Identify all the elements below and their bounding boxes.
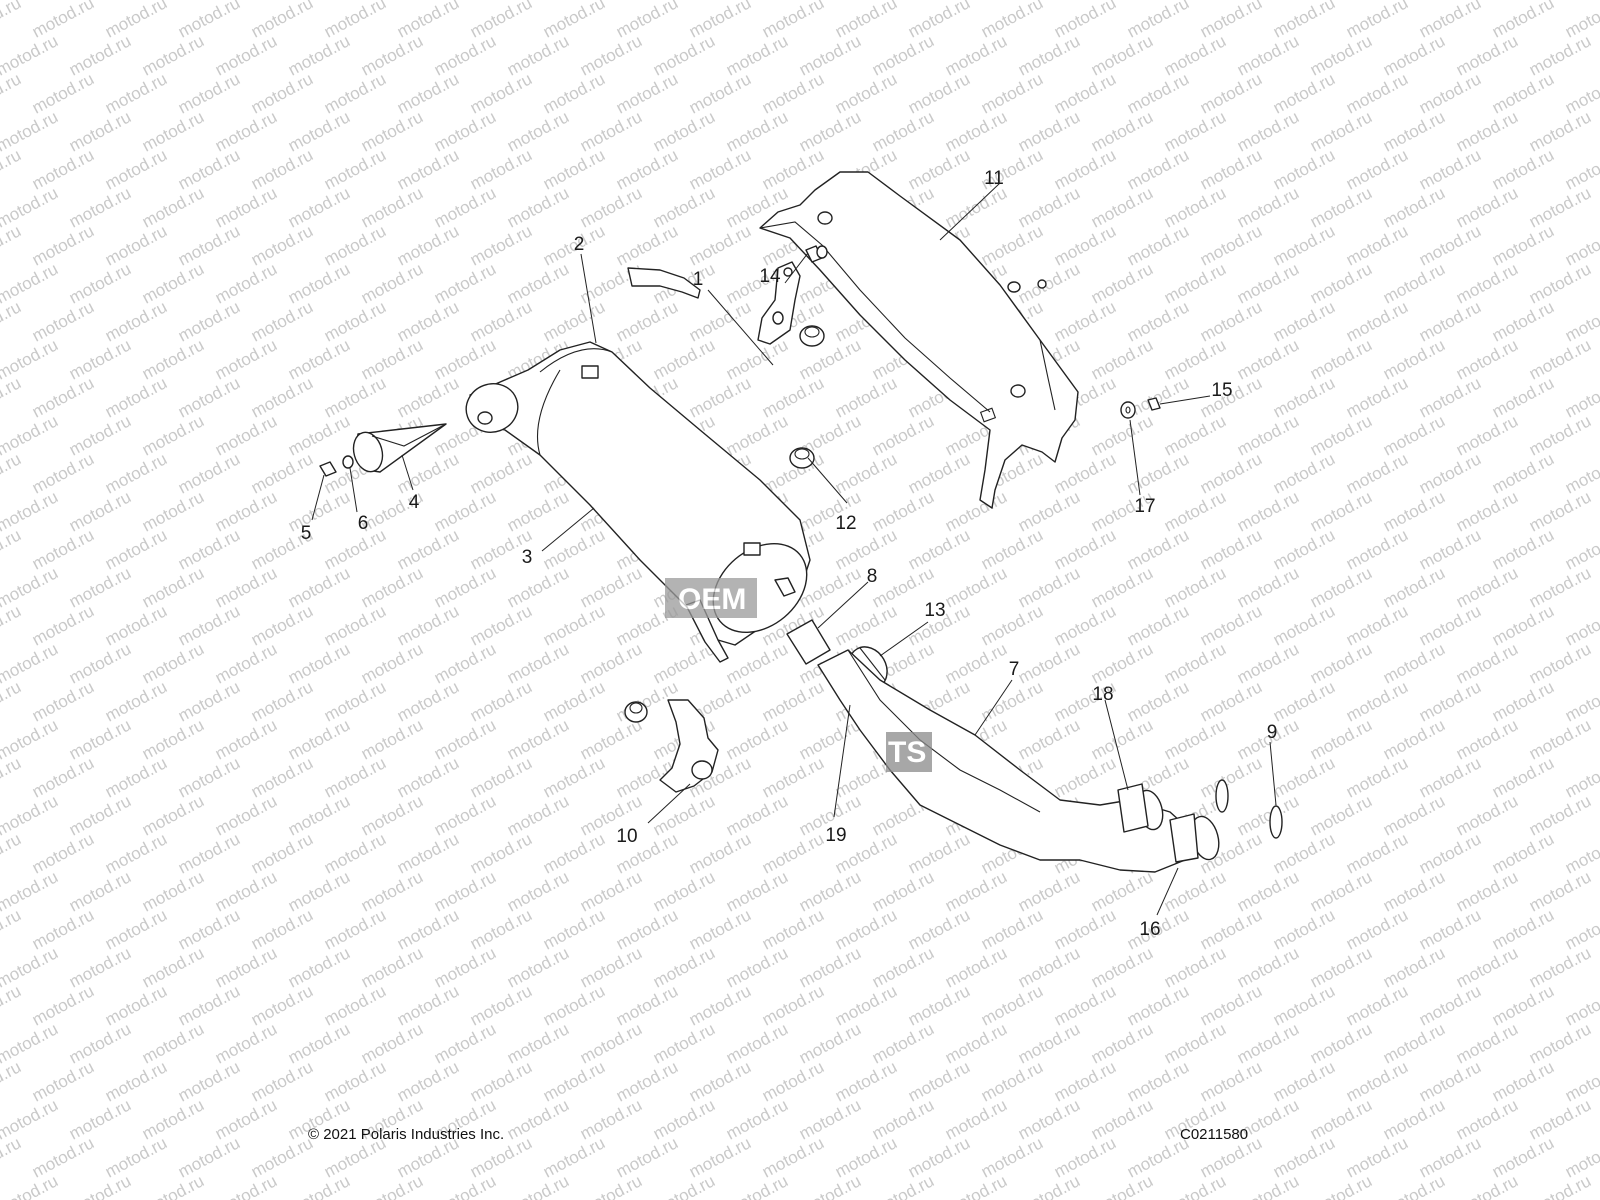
leader-17: [1129, 419, 1141, 496]
callout-13: 13: [924, 600, 945, 621]
copyright-notice: © 2021 Polaris Industries Inc.: [308, 1126, 505, 1143]
callout-16: 16: [1139, 919, 1160, 940]
part-12-grommets: [789, 325, 825, 469]
leader-18: [1104, 699, 1129, 791]
callout-numbers: 1 2 3 4 5 6 7 8 9 10 11 12 13 14 15 16 1…: [301, 168, 1278, 940]
oem-badge-text: OEM: [678, 583, 746, 616]
part-11-heat-shield: [759, 171, 1079, 509]
callout-14: 14: [759, 266, 781, 287]
part-9-gaskets: [1215, 779, 1283, 839]
leader-16: [1156, 867, 1179, 916]
part-6-washer: [342, 455, 354, 469]
callout-9: 9: [1267, 722, 1278, 743]
oem-watermark-logo: OEM: [665, 578, 757, 618]
callout-12: 12: [835, 513, 856, 534]
callout-6: 6: [358, 513, 369, 534]
part-5-screw: [319, 461, 337, 477]
leader-5: [311, 474, 325, 521]
leader-14: [784, 252, 809, 284]
leader-3: [541, 507, 595, 552]
callout-4: 4: [409, 492, 420, 513]
part-8-gasket-sleeve: [786, 619, 831, 665]
callout-10: 10: [616, 826, 637, 847]
leader-2: [580, 253, 597, 344]
ts-watermark-logo: TS: [886, 732, 932, 772]
callout-8: 8: [867, 566, 878, 587]
callout-7: 7: [1009, 659, 1020, 680]
callout-3: 3: [522, 547, 533, 568]
leader-7: [974, 679, 1013, 736]
part-15-fastener: [1147, 397, 1161, 411]
part-7-head-pipe: [817, 649, 1220, 873]
callout-18: 18: [1092, 684, 1113, 705]
part-2-muffler-bracket: [627, 267, 701, 299]
drawing-code: C0211580: [1180, 1126, 1249, 1143]
part-10-lower-bracket: [624, 699, 719, 793]
leader-19: [833, 704, 851, 818]
leader-4: [401, 454, 414, 491]
part-3-muffler: [465, 341, 811, 663]
callout-2: 2: [574, 234, 585, 255]
leader-12: [807, 457, 848, 504]
callout-15: 15: [1211, 380, 1232, 401]
leader-8: [817, 581, 869, 629]
leader-6: [349, 467, 358, 513]
leader-10: [647, 783, 691, 824]
leader-15: [1159, 395, 1211, 405]
callout-5: 5: [301, 523, 312, 544]
part-14-bolt: [805, 245, 828, 263]
callout-11: 11: [984, 168, 1004, 189]
callout-1: 1: [693, 269, 704, 290]
part-17-washer: [1120, 401, 1136, 419]
leader-1: [707, 289, 774, 366]
leader-9: [1269, 741, 1277, 806]
part-4-end-cone: [352, 423, 447, 473]
part-1-bracket: [757, 261, 801, 345]
ts-badge-text: TS: [888, 736, 926, 769]
leader-lines: [311, 182, 1277, 916]
leader-11: [939, 182, 1001, 241]
leader-13: [879, 621, 929, 657]
callout-19: 19: [825, 825, 846, 846]
callout-17: 17: [1134, 496, 1155, 517]
